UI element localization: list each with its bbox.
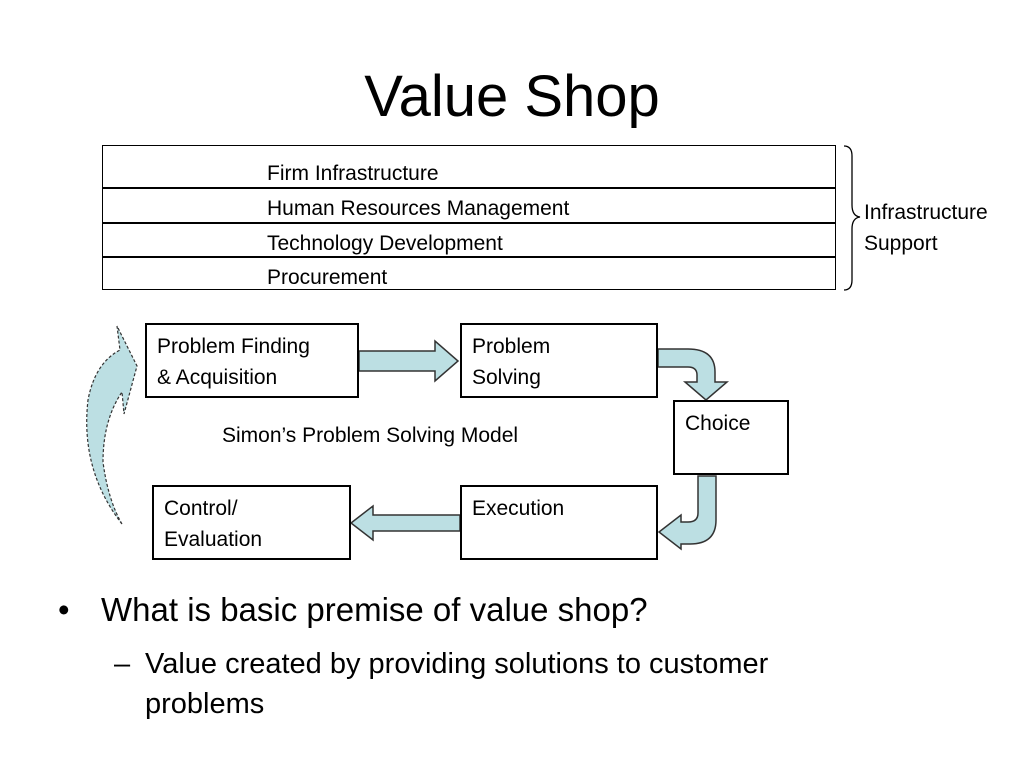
infra-row-label: Procurement bbox=[267, 266, 388, 289]
brace-label-line1: Infrastructure bbox=[864, 201, 988, 224]
box-text-line: & Acquisition bbox=[157, 366, 278, 389]
curved-arrow-down-icon bbox=[657, 348, 730, 401]
box-text-line: Evaluation bbox=[164, 528, 263, 551]
brace-label-line2: Support bbox=[864, 232, 938, 255]
infra-row-label: Technology Development bbox=[267, 232, 503, 255]
curly-brace bbox=[843, 145, 861, 291]
model-caption: Simon’s Problem Solving Model bbox=[222, 424, 519, 447]
infra-row-procurement: Procurement bbox=[103, 256, 835, 290]
bullet-marker: • bbox=[58, 591, 70, 628]
infrastructure-table: Firm Infrastructure Human Resources Mana… bbox=[102, 145, 836, 290]
box-text-line: Problem bbox=[472, 335, 551, 358]
arrow-right-icon bbox=[358, 339, 460, 383]
box-text-line: Solving bbox=[472, 366, 541, 389]
infra-row-label: Human Resources Management bbox=[267, 197, 570, 220]
box-text-line: Choice bbox=[685, 412, 751, 435]
bullet-text: Value created by providing solutions to … bbox=[145, 648, 769, 720]
arrow-left-icon bbox=[349, 504, 461, 542]
box-problem-finding: Problem Finding & Acquisition bbox=[145, 323, 359, 398]
bullet-text: What is basic premise of value shop? bbox=[101, 591, 648, 628]
infra-row-firm: Firm Infrastructure bbox=[103, 145, 835, 187]
infrastructure-support-label: Infrastructure Support bbox=[864, 197, 988, 259]
slide-title: Value Shop bbox=[364, 64, 660, 129]
box-choice: Choice bbox=[673, 400, 789, 475]
infra-row-hr: Human Resources Management bbox=[103, 187, 835, 222]
curved-feedback-arrow-icon bbox=[86, 325, 138, 525]
infra-row-label: Firm Infrastructure bbox=[267, 162, 439, 185]
box-text-line: Execution bbox=[472, 497, 565, 520]
bullet-marker: – bbox=[114, 648, 131, 680]
box-text-line: Problem Finding bbox=[157, 335, 310, 358]
infra-row-tech: Technology Development bbox=[103, 222, 835, 257]
curved-arrow-left-icon bbox=[657, 475, 717, 551]
box-control-evaluation: Control/ Evaluation bbox=[152, 485, 351, 560]
box-text-line: Control/ bbox=[164, 497, 238, 520]
box-execution: Execution bbox=[460, 485, 658, 560]
box-problem-solving: Problem Solving bbox=[460, 323, 658, 398]
